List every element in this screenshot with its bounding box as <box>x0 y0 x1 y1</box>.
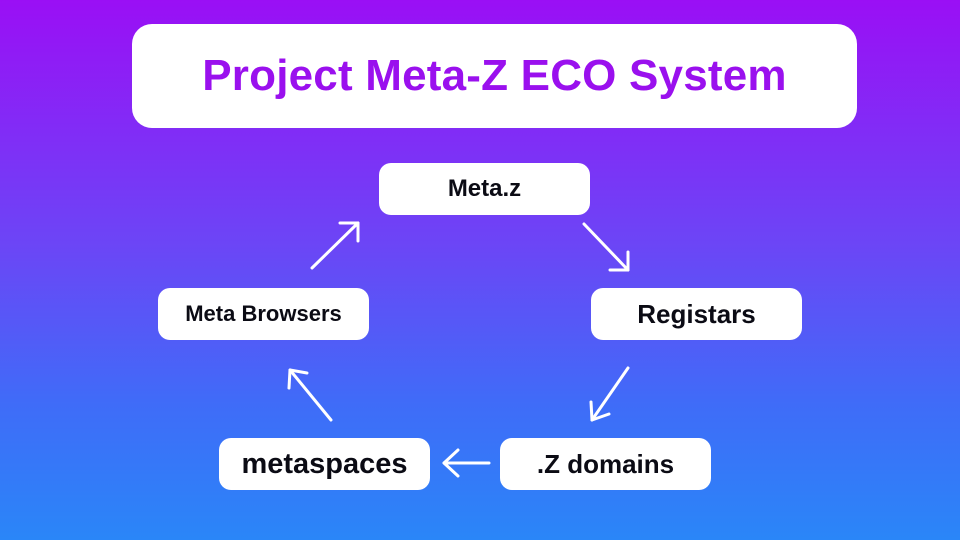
node-registars-label: Registars <box>637 298 756 329</box>
node-meta-browsers-label: Meta Browsers <box>185 301 342 326</box>
node-meta-browsers: Meta Browsers <box>158 288 369 340</box>
arrow-zdomains-to-metaspaces <box>442 448 491 478</box>
arrow-metaz-to-registars <box>582 222 630 272</box>
title-box: Project Meta-Z ECO System <box>132 24 857 128</box>
node-z-domains-label: .Z domains <box>536 448 675 479</box>
node-registars: Registars <box>591 288 802 340</box>
node-meta-z: Meta.z <box>379 163 590 215</box>
node-metaspaces-label: metaspaces <box>241 447 408 480</box>
arrow-browsers-to-metaz <box>310 221 360 270</box>
node-meta-z-label: Meta.z <box>447 175 522 202</box>
node-z-domains: .Z domains <box>500 438 711 490</box>
node-metaspaces: metaspaces <box>219 438 430 490</box>
arrow-registars-to-zdomains <box>589 366 630 422</box>
diagram-title: Project Meta-Z ECO System <box>202 51 787 100</box>
arrow-metaspaces-to-browsers <box>287 368 333 422</box>
